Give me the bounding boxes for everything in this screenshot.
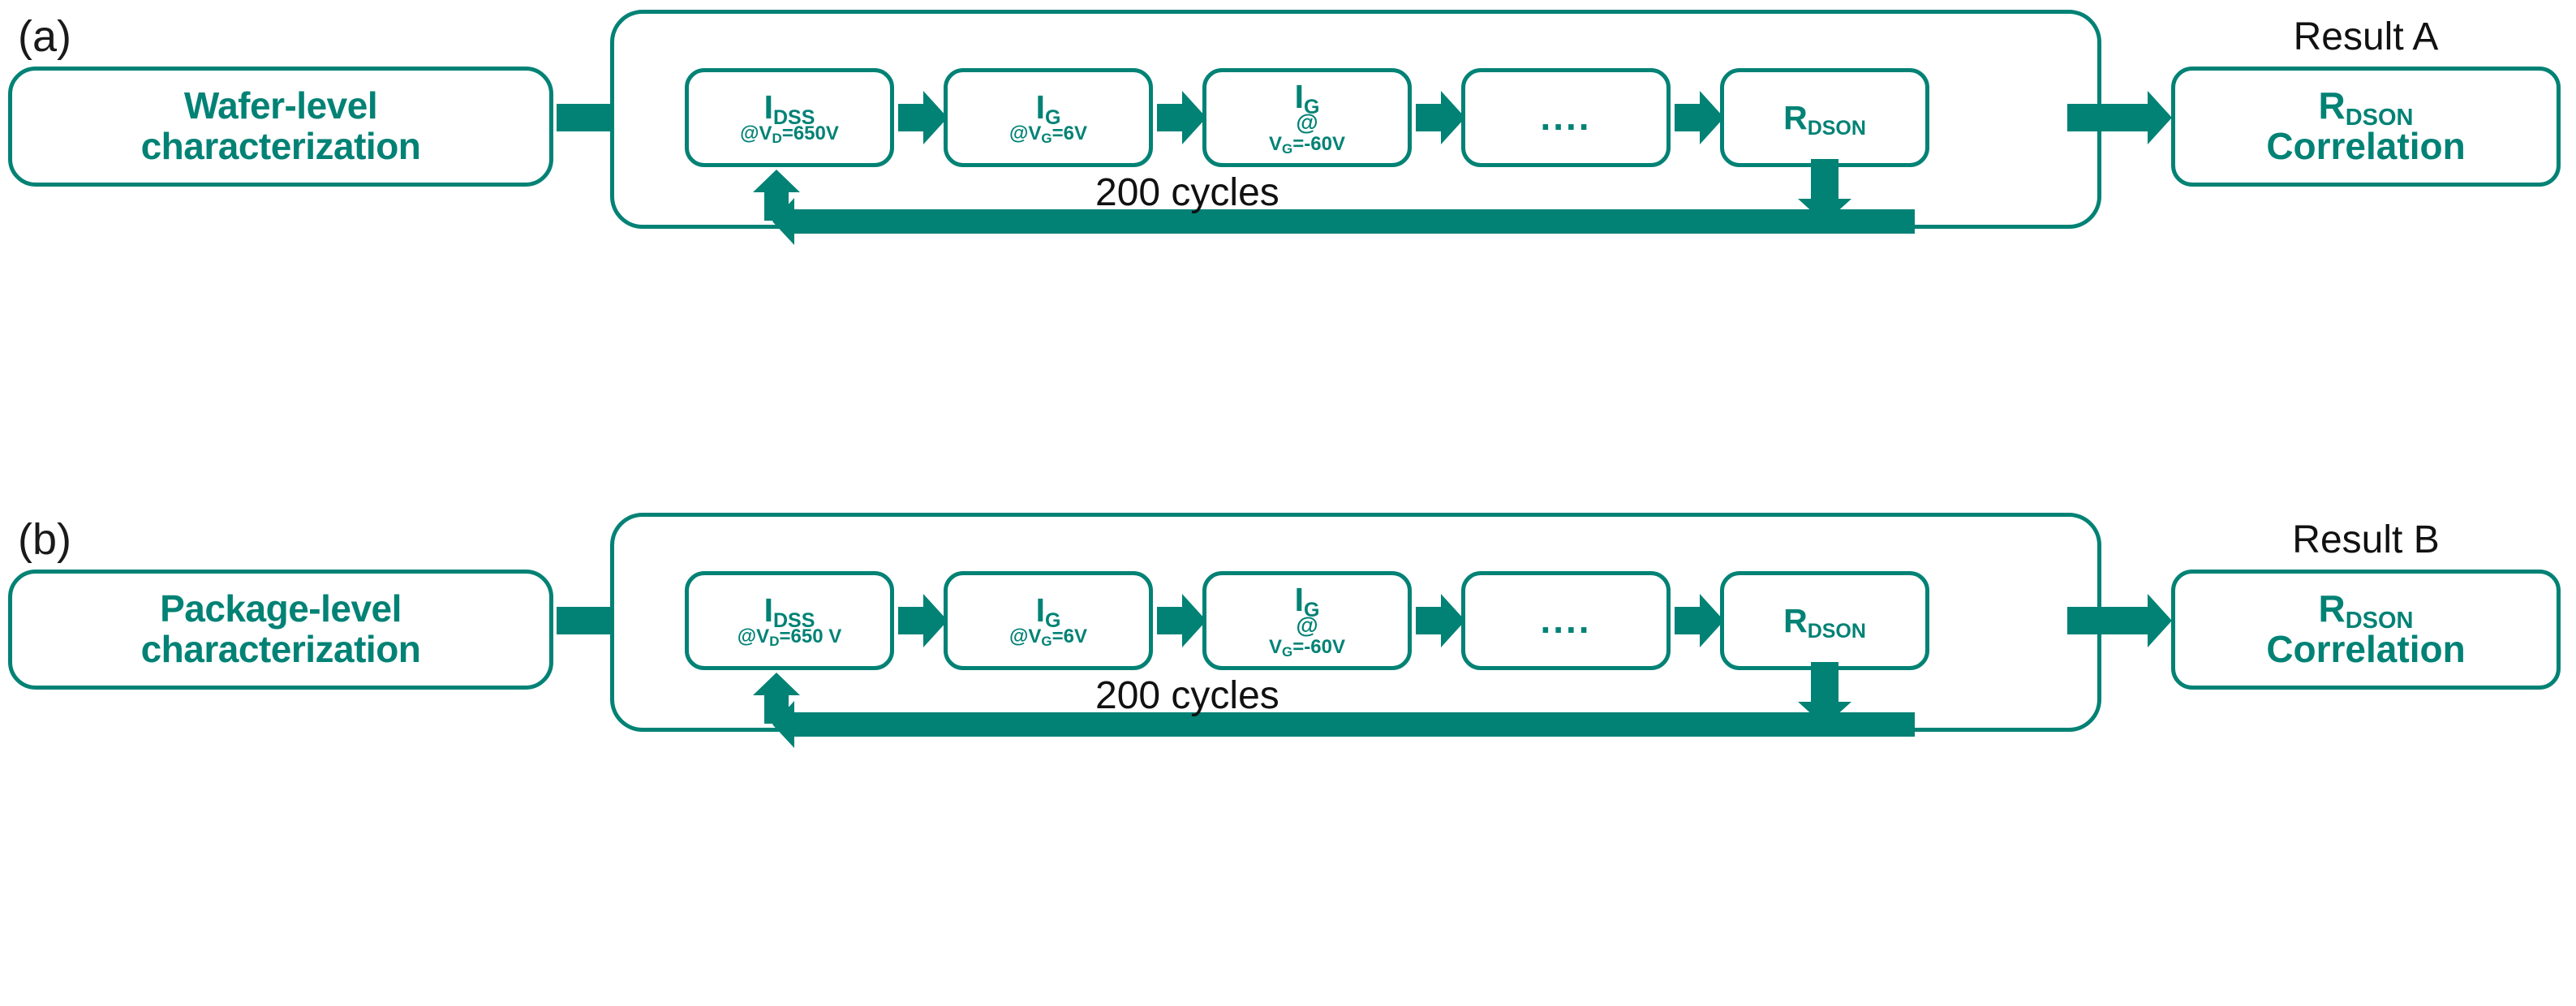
panel-a-result-line2: Correlation [2266,125,2466,167]
panel-b-feedback-arrow [793,712,1915,737]
panel-b-entry-box[interactable]: Package-level characterization [8,570,553,690]
panel-a-step-4-box[interactable]: .... [1461,68,1671,167]
panel-b-result-label: RDSON Correlation [2266,587,2466,670]
panel-b-step-4-box[interactable]: .... [1461,571,1671,670]
panel-a-step-1-main: IDSS [763,88,815,129]
panel-a-step-3-condition: VG=-60V [1269,132,1345,157]
panel-b: (b) Package-level characterization IDSS … [0,503,2576,1006]
panel-b-step-2-box[interactable]: IG @VG=6V [944,571,1153,670]
panel-a-letter: (a) [18,12,71,61]
panel-b-step-5-main: RDSON [1783,601,1866,643]
panel-a-step-3-box[interactable]: IG @ VG=-60V [1202,68,1412,167]
panel-b-arrow-step4-step5 [1675,607,1701,634]
panel-b-step-5-box[interactable]: RDSON [1720,571,1929,670]
panel-b-entry-line2: characterization [140,628,421,670]
panel-a: (a) Wafer-level characterization IDSS @V… [0,0,2576,503]
panel-b-arrow-up-to-step1 [764,694,789,724]
panel-a-arrow-step1-step2 [898,104,924,131]
panel-b-arrow-loop-to-result [2067,607,2148,634]
panel-b-letter: (b) [18,515,71,564]
panel-b-arrow-step1-step2 [898,607,924,634]
panel-b-result-line1: RDSON [2318,587,2414,634]
panel-a-entry-line2: characterization [140,125,421,167]
panel-a-step-4-ellipsis: .... [1540,96,1592,139]
panel-b-result-line2: Correlation [2266,628,2466,670]
panel-a-result-label: RDSON Correlation [2266,84,2466,167]
panel-b-entry-label: Package-level characterization [141,589,421,669]
panel-b-arrow-down-to-feedback [1811,662,1838,703]
panel-a-step-1-box[interactable]: IDSS @VD=650V [685,68,894,167]
panel-a-result-box[interactable]: RDSON Correlation [2171,67,2561,187]
panel-a-entry-label: Wafer-level characterization [141,86,421,166]
panel-b-result-box[interactable]: RDSON Correlation [2171,570,2561,690]
panel-a-step-3-main: IG [1294,78,1320,119]
panel-a-entry-box[interactable]: Wafer-level characterization [8,67,553,187]
panel-a-step-5-box[interactable]: RDSON [1720,68,1929,167]
panel-b-step-1-main: IDSS [763,591,815,632]
panel-a-cycles-label: 200 cycles [1095,171,1279,214]
panel-b-step-4-ellipsis: .... [1540,599,1592,642]
panel-a-step-1-condition: @VD=650V [740,123,839,147]
panel-a-result-caption: Result A [2293,15,2439,58]
panel-a-arrow-loop-to-result [2067,104,2148,131]
panel-b-cycles-label: 200 cycles [1095,674,1279,717]
panel-b-step-1-condition: @VD=650 V [737,626,842,650]
panel-a-arrow-up-to-step1 [764,191,789,221]
panel-a-step-2-box[interactable]: IG @VG=6V [944,68,1153,167]
panel-a-step-2-main: IG [1035,88,1061,129]
panel-a-step-2-condition: @VG=6V [1008,123,1088,147]
panel-a-step-5-main: RDSON [1783,98,1866,140]
panel-a-arrow-step3-step4 [1416,104,1442,131]
panel-b-step-3-at: @ [1296,613,1318,638]
panel-a-arrow-step2-step3 [1157,104,1183,131]
panel-b-entry-line1: Package-level [160,587,402,630]
panel-b-step-3-main: IG [1294,581,1320,622]
panel-b-step-1-box[interactable]: IDSS @VD=650 V [685,571,894,670]
panel-a-step-3-at: @ [1296,110,1318,135]
panel-a-arrow-down-to-feedback [1811,159,1838,200]
panel-b-result-caption: Result B [2292,518,2440,561]
panel-b-step-2-condition: @VG=6V [1008,626,1088,650]
panel-b-arrow-step2-step3 [1157,607,1183,634]
panel-b-step-3-condition: VG=-60V [1269,635,1345,660]
panel-a-feedback-arrow [793,209,1915,234]
panel-b-step-3-box[interactable]: IG @ VG=-60V [1202,571,1412,670]
panel-a-result-line1: RDSON [2318,84,2414,131]
panel-a-entry-line1: Wafer-level [183,84,378,127]
panel-a-arrow-step4-step5 [1675,104,1701,131]
panel-b-arrow-step3-step4 [1416,607,1442,634]
panel-b-step-2-main: IG [1035,591,1061,632]
